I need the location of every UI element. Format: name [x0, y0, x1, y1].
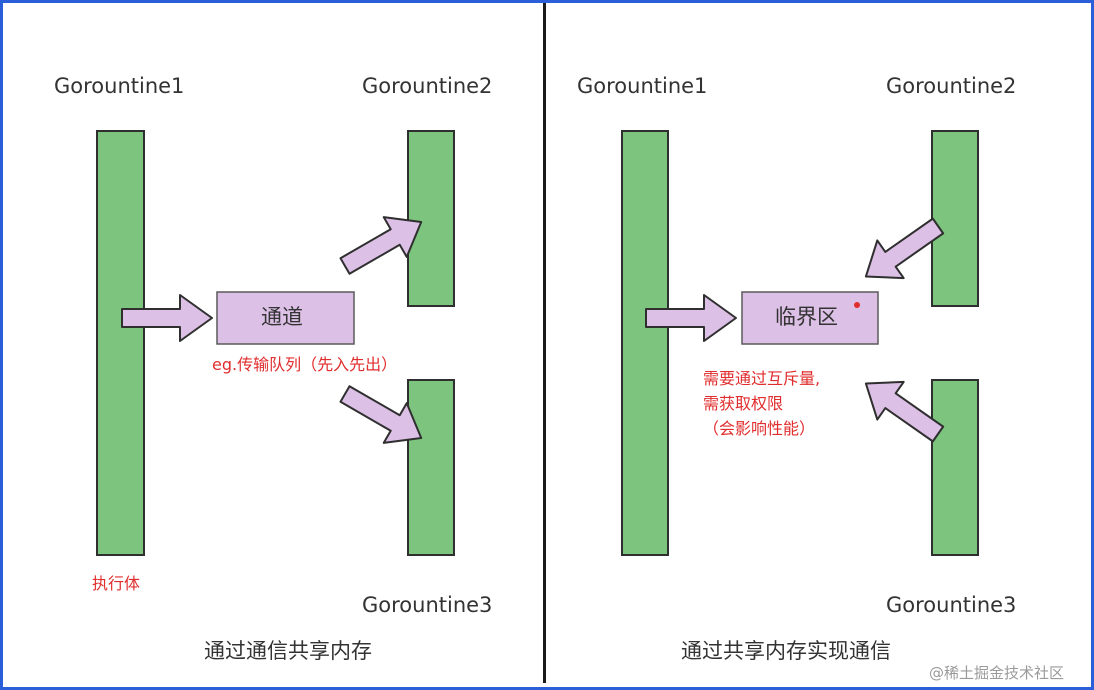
right-arrow-from-goroutine3 — [864, 380, 945, 443]
left-caption: 通过通信共享内存 — [204, 639, 372, 663]
critical-section-box — [741, 291, 879, 345]
right-goroutine2-label: Gorountine2 — [886, 74, 1017, 98]
mutex-note-line1: 需要通过互斥量, — [703, 369, 821, 388]
red-dot-marker — [854, 302, 860, 308]
mutex-note-line2: 需获取权限 — [703, 394, 784, 413]
left-goroutine1-label: Gorountine1 — [54, 74, 185, 98]
right-arrow-from-goroutine2 — [864, 217, 945, 280]
critical-box-label: 临界区 — [775, 305, 838, 329]
channel-box-label: 通道 — [261, 305, 303, 329]
channel-box — [216, 291, 355, 345]
left-arrow-to-goroutine2 — [339, 216, 423, 275]
left-goroutine3-label: Gorountine3 — [362, 593, 493, 617]
right-goroutine2-bar — [931, 130, 979, 307]
mutex-note-line3: （会影响性能） — [703, 419, 816, 438]
left-goroutine1-bar — [96, 130, 145, 556]
left-arrow-into-channel — [121, 294, 213, 342]
left-goroutine2-label: Gorountine2 — [362, 74, 493, 98]
queue-note: eg.传输队列（先入先出） — [212, 355, 398, 374]
left-goroutine2-bar — [407, 130, 455, 307]
right-caption: 通过共享内存实现通信 — [681, 639, 891, 663]
right-goroutine3-bar — [931, 379, 979, 556]
executor-note: 执行体 — [92, 574, 141, 593]
right-goroutine1-bar — [621, 130, 669, 556]
right-arrow-into-critical — [645, 294, 737, 342]
right-goroutine3-label: Gorountine3 — [886, 593, 1017, 617]
right-goroutine1-label: Gorountine1 — [577, 74, 708, 98]
watermark: @稀土掘金技术社区 — [929, 664, 1065, 682]
left-goroutine3-bar — [407, 379, 455, 556]
panel-divider — [543, 3, 546, 683]
left-arrow-to-goroutine3 — [339, 385, 423, 444]
